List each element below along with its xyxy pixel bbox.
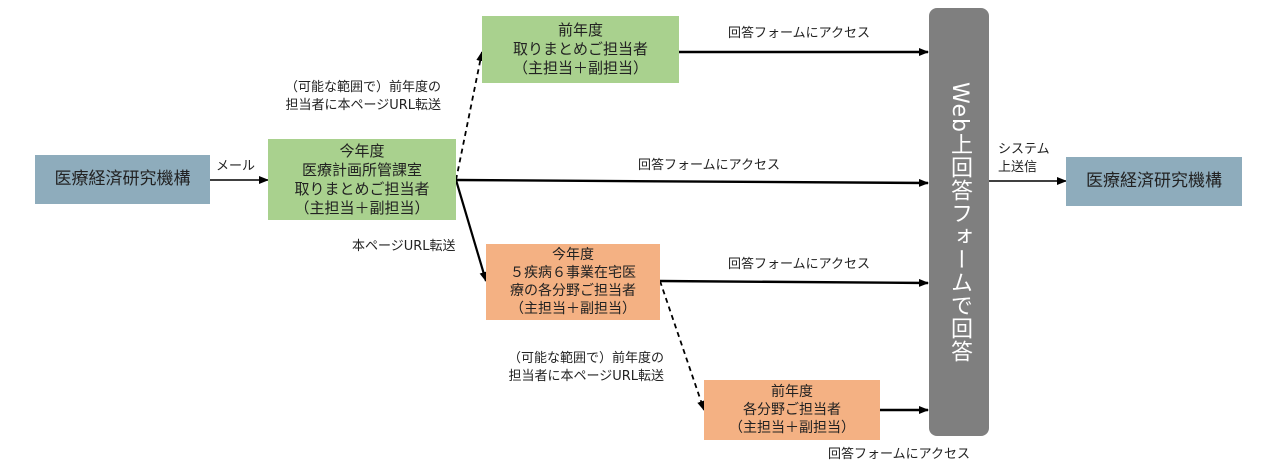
transfer-prev-top-line-1: （可能な範囲で）前年度の: [285, 80, 442, 95]
transfer-prev-bottom-arrow: [659, 280, 705, 411]
current-coordinator-line-1: 今年度: [339, 141, 385, 160]
transfer-prev-bottom-line-1: （可能な範囲で）前年度の: [508, 351, 665, 366]
current-field-line-3: 療の各分野ご担当者: [510, 283, 636, 299]
access-label-4: 回答フォームにアクセス: [828, 447, 970, 462]
org-right-box: 医療経済研究機構: [1066, 157, 1242, 206]
current-field-box: 今年度 ５疾病６事業在宅医 療の各分野ご担当者 （主担当＋副担当）: [486, 244, 660, 320]
transfer-prev-bottom-label: （可能な範囲で）前年度の 担当者に本ページURL転送: [508, 350, 664, 386]
org-left-box: 医療経済研究機構: [35, 155, 210, 204]
prev-coordinator-line-2: 取りまとめご担当者: [512, 40, 648, 58]
org-left-label: 医療経済研究機構: [54, 169, 191, 189]
transfer-field-label: 本ページURL転送: [352, 239, 456, 254]
prev-field-box: 前年度 各分野ご担当者 （主担当＋副担当）: [704, 380, 880, 440]
current-field-line-1: 今年度: [552, 247, 594, 263]
system-upload-line-1: システム: [998, 142, 1050, 157]
current-coordinator-box: 今年度 医療計画所管課室 取りまとめご担当者 （主担当＋副担当）: [268, 139, 456, 220]
org-right-label: 医療経済研究機構: [1086, 171, 1222, 191]
mail-label: メール: [216, 159, 256, 174]
prev-field-line-2: 各分野ご担当者: [743, 402, 841, 418]
system-upload-label: システム 上送信: [998, 141, 1050, 177]
prev-coordinator-box: 前年度 取りまとめご担当者 （主担当＋副担当）: [482, 16, 679, 83]
access-label-2: 回答フォームにアクセス: [638, 158, 780, 173]
web-form-bar-label: Web上回答フォームで回答: [947, 81, 972, 363]
prev-field-line-1: 前年度: [771, 384, 813, 400]
transfer-prev-top-label: （可能な範囲で）前年度の 担当者に本ページURL転送: [285, 79, 441, 115]
transfer-prev-top-line-2: 担当者に本ページURL転送: [285, 98, 442, 113]
prev-coordinator-line-3: （主担当＋副担当）: [512, 59, 648, 77]
transfer-prev-bottom-line-2: 担当者に本ページURL転送: [508, 369, 665, 384]
access-arrow-2: [455, 178, 929, 187]
access-arrow-3: [659, 278, 929, 287]
transfer-field-arrow: [454, 179, 488, 282]
access-label-3: 回答フォームにアクセス: [728, 257, 870, 272]
current-field-line-2: ５疾病６事業在宅医: [510, 265, 636, 281]
access-label-1: 回答フォームにアクセス: [728, 26, 870, 41]
current-coordinator-line-2: 医療計画所管課室: [301, 160, 422, 179]
web-form-bar: Web上回答フォームで回答: [929, 8, 989, 436]
current-coordinator-line-4: （主担当＋副担当）: [294, 198, 430, 217]
prev-field-line-3: （主担当＋副担当）: [729, 420, 855, 436]
current-field-line-4: （主担当＋副担当）: [510, 301, 636, 317]
transfer-prev-top-arrow: [455, 51, 485, 181]
prev-coordinator-line-1: 前年度: [557, 21, 603, 39]
system-upload-line-2: 上送信: [998, 160, 1038, 175]
current-coordinator-line-3: 取りまとめご担当者: [294, 179, 430, 198]
